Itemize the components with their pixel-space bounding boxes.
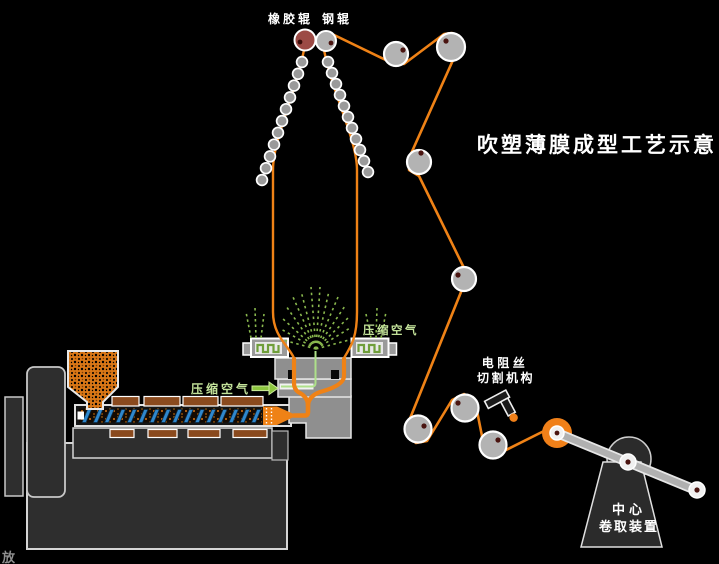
- compressed-air-flow: [245, 286, 387, 396]
- heater-band: [147, 428, 178, 439]
- guide-roller: [291, 67, 305, 81]
- roller: [382, 40, 410, 68]
- guide-roller: [259, 161, 273, 175]
- collapsing-guide-rollers: [255, 55, 375, 187]
- heater-band: [111, 395, 140, 407]
- corner-partial-text: 放: [1, 550, 16, 564]
- guide-roller: [361, 165, 375, 179]
- roller: [405, 148, 433, 176]
- winder-arm-hubs: [549, 425, 706, 499]
- compressed-air-label-bubble: 压缩空气: [363, 323, 419, 337]
- air-ring-left: [242, 337, 289, 358]
- air-flow-arrow-icon: [251, 381, 279, 396]
- guide-roller: [337, 99, 351, 113]
- roller-axle-dot: [328, 40, 334, 46]
- center-winder: 中心 卷取装置: [542, 418, 706, 548]
- screw-shaft-end: [77, 411, 84, 420]
- heater-band: [220, 395, 264, 407]
- guide-roller: [271, 126, 285, 140]
- guide-roller: [333, 88, 347, 102]
- roller: [450, 393, 480, 423]
- heater-band: [143, 395, 181, 407]
- extruder-barrel: [74, 404, 292, 427]
- die-notch: [331, 370, 339, 379]
- winder-label-line2: 卷取装置: [599, 519, 659, 535]
- roller: [450, 265, 478, 293]
- motor-housing: [26, 366, 66, 498]
- guide-roller: [295, 55, 309, 69]
- guide-roller: [345, 121, 359, 135]
- cutter-label-line1: 电阻丝: [482, 355, 529, 370]
- roller: [435, 31, 467, 63]
- air-ring-passage: [256, 343, 280, 354]
- heater-band: [187, 428, 221, 439]
- guide-roller: [283, 91, 297, 104]
- air-spray-fan: [280, 286, 351, 350]
- guide-roller: [279, 102, 293, 116]
- air-spray-side: [245, 307, 387, 339]
- air-ring-passage: [357, 343, 381, 354]
- machine-base-block: [26, 442, 288, 550]
- roller-axle-dot: [297, 39, 303, 45]
- heater-band: [182, 395, 219, 407]
- guide-roller: [263, 150, 277, 163]
- extruder-base: [4, 366, 288, 550]
- hot-wire-tip: [509, 413, 518, 422]
- rubber-roller-label: 橡胶辊: [268, 11, 313, 26]
- die-head: [274, 357, 352, 380]
- guide-roller: [321, 55, 335, 69]
- melt-flow: [263, 356, 347, 425]
- motor-housing-rear: [4, 396, 24, 497]
- heater-band: [109, 428, 135, 439]
- die-support-column: [271, 430, 289, 461]
- breaker-plate: [263, 406, 277, 425]
- guide-roller: [329, 77, 343, 91]
- cutter-label-line2: 切割机构: [477, 370, 535, 385]
- nip-rollers: [293, 28, 337, 52]
- guide-roller: [255, 173, 269, 187]
- air-path-in-die: [281, 351, 317, 388]
- steel-roller-label: 钢辊: [322, 11, 352, 26]
- hopper: [67, 350, 119, 410]
- guide-roller: [325, 66, 339, 80]
- nozzle-cone: [277, 406, 297, 425]
- path-rollers: [382, 31, 508, 460]
- roller: [403, 414, 433, 444]
- winder-label-line1: 中心: [612, 502, 646, 518]
- heater-band: [232, 428, 268, 439]
- melt-channel: [291, 400, 311, 418]
- guide-roller: [287, 79, 301, 92]
- guide-roller: [357, 154, 371, 168]
- guide-roller: [353, 143, 367, 157]
- diagram-title: 吹塑薄膜成型工艺示意: [477, 133, 717, 157]
- heater-bands-bottom: [109, 428, 268, 439]
- air-ring-right: [350, 337, 398, 358]
- guide-roller: [275, 114, 289, 128]
- compressed-air-label-extruder: 压缩空气: [191, 381, 251, 396]
- melt-channel-right: [305, 356, 347, 408]
- screw-flights: [81, 409, 262, 423]
- steel-nip-roller: [315, 30, 337, 52]
- guide-roller: [349, 132, 363, 146]
- resistance-wire-cutter-icon: [483, 388, 518, 422]
- heater-bands-top: [111, 395, 264, 407]
- guide-roller: [267, 138, 281, 151]
- rubber-nip-roller: [293, 28, 317, 52]
- roller: [478, 430, 508, 460]
- guide-roller: [341, 110, 355, 124]
